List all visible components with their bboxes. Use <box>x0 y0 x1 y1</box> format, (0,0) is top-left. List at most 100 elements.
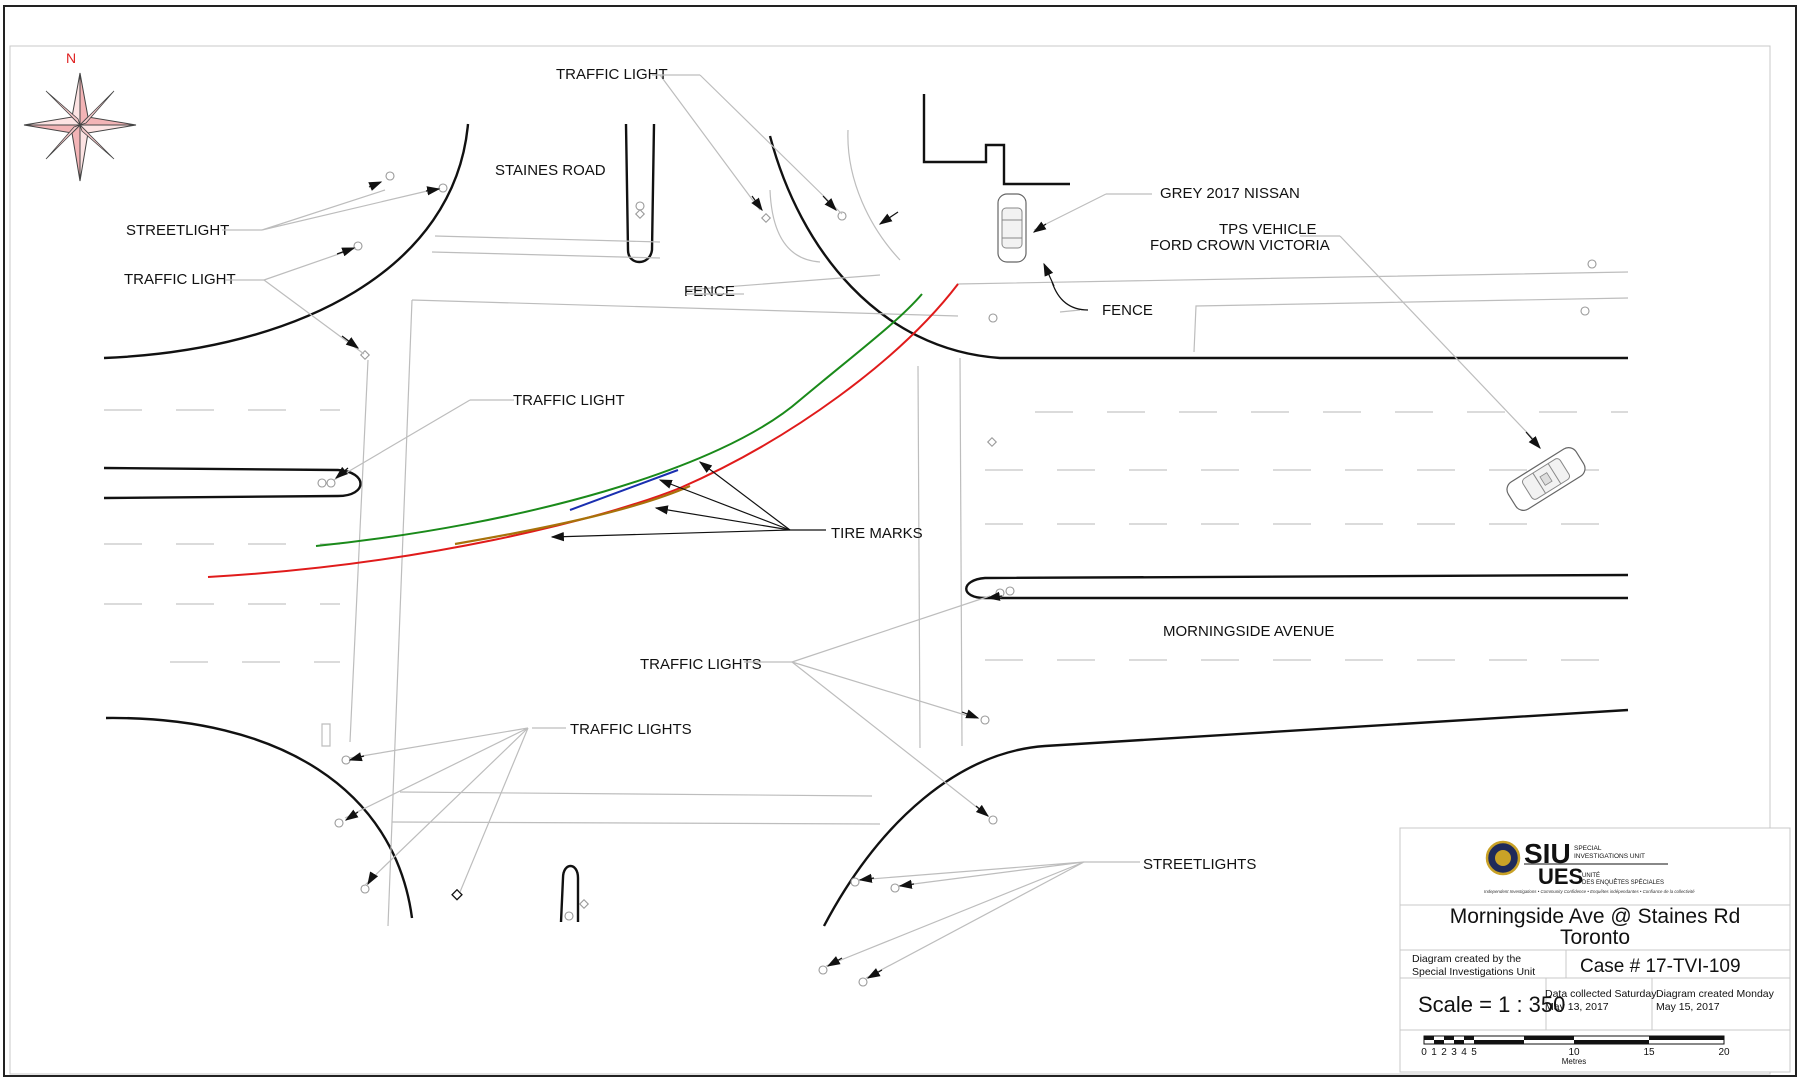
streetlight-marker <box>988 313 998 323</box>
svg-text:UNITÉ: UNITÉ <box>1582 872 1600 879</box>
tire-mark-green <box>315 293 923 547</box>
crosswalk-west <box>349 299 413 927</box>
label-streetlight: STREETLIGHT <box>126 222 229 239</box>
kerb-sw-corner <box>105 716 414 919</box>
sidewalk-north <box>769 129 901 263</box>
median-north <box>624 123 656 264</box>
label-staines-road: STAINES ROAD <box>495 162 606 179</box>
traffic-light-marker <box>634 208 646 220</box>
collected-line-1: Data collected Saturday <box>1545 988 1657 1000</box>
kerb-nw-corner <box>103 123 470 360</box>
fixture-arrows <box>334 181 1541 979</box>
label-grey-nissan: GREY 2017 NISSAN <box>1160 185 1300 202</box>
label-fence-2: FENCE <box>1102 302 1153 319</box>
label-tps-vehicle-2: FORD CROWN VICTORIA <box>1150 237 1330 254</box>
label-traffic-lights-bottom: TRAFFIC LIGHTS <box>570 721 692 738</box>
traffic-light-marker <box>760 212 772 224</box>
scale-bar: 0 1 2 3 4 5 10 15 20 Metres <box>1421 1035 1730 1066</box>
median-south <box>559 864 580 923</box>
sidewalk-ne <box>956 271 1629 353</box>
grey-nissan-vehicle <box>997 193 1027 263</box>
collected-line-2: May 13, 2017 <box>1545 1001 1609 1013</box>
svg-text:4: 4 <box>1461 1047 1467 1058</box>
streetlight-marker <box>1587 259 1597 269</box>
traffic-light-marker <box>451 888 463 901</box>
traffic-light-marker <box>326 478 336 488</box>
compass-rose-icon <box>23 72 137 182</box>
label-traffic-light-top: TRAFFIC LIGHT <box>556 66 668 83</box>
svg-text:15: 15 <box>1643 1047 1655 1058</box>
svg-text:5: 5 <box>1471 1047 1477 1058</box>
streetlight-marker <box>818 965 828 975</box>
inner-frame <box>9 45 1771 1075</box>
lane-lines-west <box>104 409 340 663</box>
case-number: Case # 17-TVI-109 <box>1580 956 1741 977</box>
svg-text:SPECIAL: SPECIAL <box>1574 845 1602 852</box>
svg-text:0: 0 <box>1421 1047 1427 1058</box>
svg-text:2: 2 <box>1441 1047 1447 1058</box>
siu-logo: SIU SPECIAL INVESTIGATIONS UNIT UES UNIT… <box>1484 838 1695 894</box>
traffic-light-marker <box>986 436 998 448</box>
streetlight-marker <box>438 183 448 193</box>
label-traffic-lights-right: TRAFFIC LIGHTS <box>640 656 762 673</box>
tire-mark-brown <box>454 484 691 546</box>
svg-text:1: 1 <box>1431 1047 1437 1058</box>
created-by-line-1: Diagram created by the <box>1412 953 1521 965</box>
label-fence-1: FENCE <box>684 283 735 300</box>
fixtures <box>317 171 1597 987</box>
title-line-1: Morningside Ave @ Staines Rd <box>1450 905 1741 928</box>
traffic-light-marker <box>1005 586 1015 596</box>
traffic-light-marker <box>360 884 370 894</box>
label-tire-marks: TIRE MARKS <box>831 525 923 542</box>
scale-ratio: Scale = 1 : 350 <box>1418 992 1565 1017</box>
kerb-ne-corner <box>768 135 1628 360</box>
streetlight-marker <box>850 877 860 887</box>
traffic-light-marker <box>980 715 990 725</box>
label-tps-vehicle-1: TPS VEHICLE <box>1219 221 1317 238</box>
north-label: N <box>66 50 76 66</box>
traffic-light-marker <box>635 201 645 211</box>
created-by-line-2: Special Investigations Unit <box>1412 966 1535 978</box>
svg-text:3: 3 <box>1451 1047 1457 1058</box>
created-line-2: May 15, 2017 <box>1656 1001 1720 1013</box>
svg-text:20: 20 <box>1718 1047 1730 1058</box>
svg-text:UES: UES <box>1538 864 1583 889</box>
svg-text:DES ENQUÊTES SPÉCIALES: DES ENQUÊTES SPÉCIALES <box>1582 878 1664 886</box>
crosswalk-south <box>391 791 881 825</box>
label-traffic-light-left: TRAFFIC LIGHT <box>124 271 236 288</box>
lane-lines-east <box>985 411 1628 661</box>
label-traffic-light-mid: TRAFFIC LIGHT <box>513 392 625 409</box>
road-grey-lines <box>104 129 1629 927</box>
tire-mark-blue <box>569 469 679 511</box>
crosswalk-north <box>411 235 959 317</box>
outer-frame <box>3 5 1797 1077</box>
svg-text:Metres: Metres <box>1562 1057 1586 1066</box>
kerb-se-corner <box>822 708 1629 927</box>
streetlight-marker <box>1580 306 1590 316</box>
tire-mark-red <box>207 283 959 578</box>
grey-stub-1 <box>321 723 331 747</box>
traffic-light-marker <box>334 818 344 828</box>
streetlight-marker <box>385 171 395 181</box>
streetlight-marker <box>858 977 868 987</box>
svg-text:INVESTIGATIONS UNIT: INVESTIGATIONS UNIT <box>1574 853 1645 860</box>
building-outline <box>922 94 1070 186</box>
streetlight-marker <box>890 883 900 893</box>
svg-text:10: 10 <box>1568 1047 1580 1058</box>
title-line-2: Toronto <box>1560 926 1630 949</box>
median-east <box>965 573 1629 600</box>
diagram-labels: TRAFFIC LIGHT STAINES ROAD STREETLIGHT T… <box>124 66 1334 873</box>
label-connectors <box>222 74 1340 863</box>
traffic-light-marker <box>564 911 574 921</box>
traffic-light-marker <box>988 815 998 825</box>
traffic-light-marker <box>317 478 327 488</box>
crosswalk-east <box>917 357 963 749</box>
traffic-light-marker <box>578 898 590 910</box>
traffic-light-marker <box>341 755 351 765</box>
created-line-1: Diagram created Monday <box>1656 988 1775 1000</box>
tps-vehicle <box>1506 447 1586 511</box>
svg-text:Independent Investigations • C: Independent Investigations • Community C… <box>1484 889 1695 894</box>
road-kerbs <box>103 94 1629 927</box>
label-morningside-avenue: MORNINGSIDE AVENUE <box>1163 623 1334 640</box>
